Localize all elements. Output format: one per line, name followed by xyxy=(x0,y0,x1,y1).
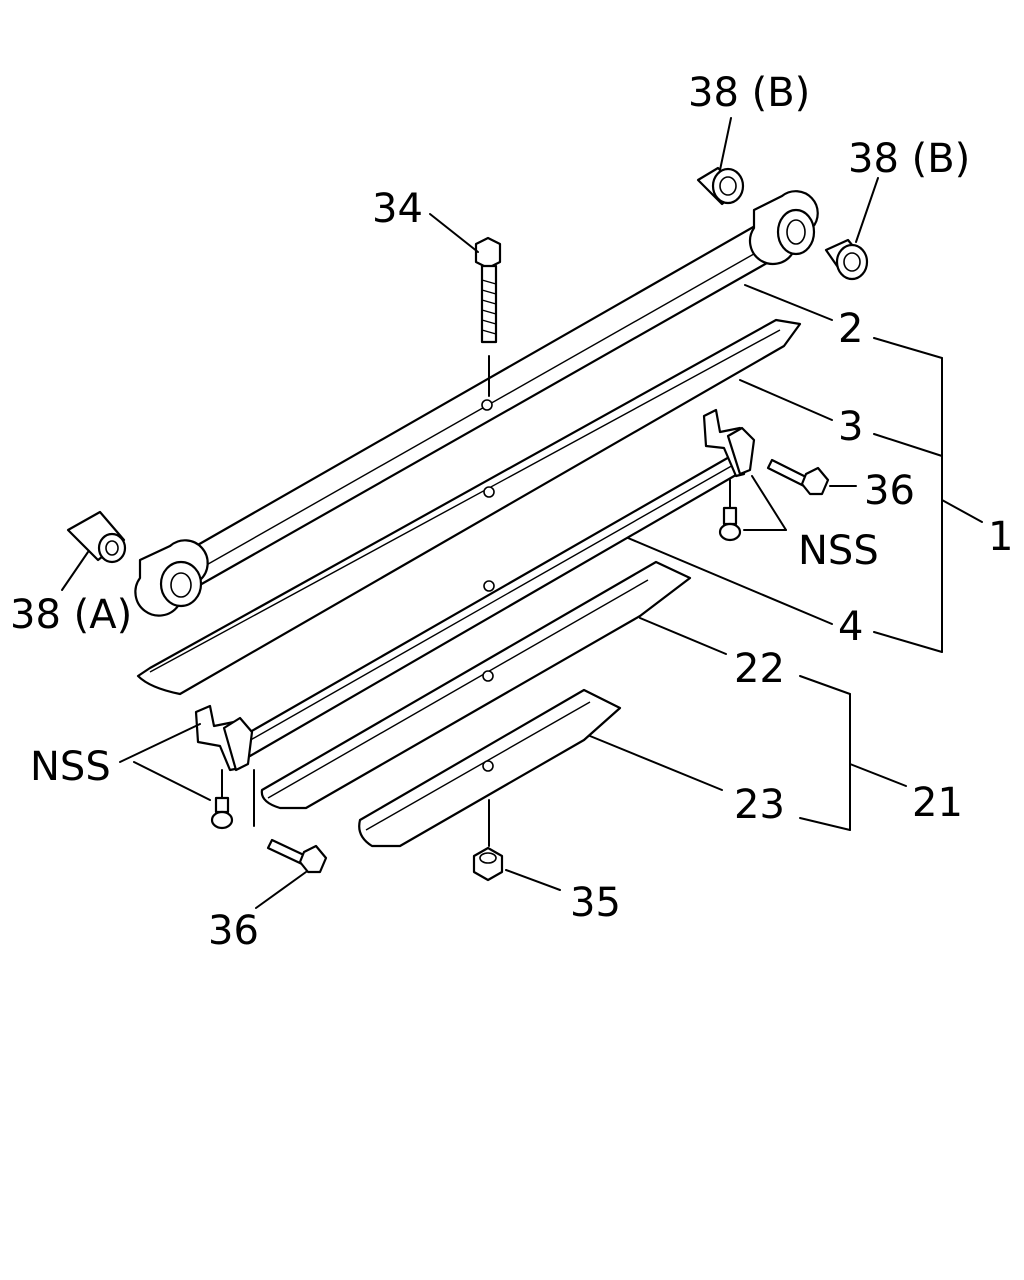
leader-lines xyxy=(61,117,983,909)
leaf-3 xyxy=(136,318,802,696)
clip-bolt-36-right xyxy=(766,458,830,496)
clip-screw-nss-right xyxy=(718,479,742,542)
bushing-38b-top xyxy=(696,166,745,206)
label-38b-top: 38 (B) xyxy=(688,70,810,116)
leaf-22 xyxy=(260,560,692,810)
label-23: 23 xyxy=(734,782,785,828)
label-21: 21 xyxy=(912,780,963,826)
leaf-23 xyxy=(358,688,622,848)
label-38a: 38 (A) xyxy=(10,592,132,638)
label-34: 34 xyxy=(372,186,423,232)
label-nss-right: NSS xyxy=(798,528,879,574)
bushing-38a xyxy=(66,510,127,564)
label-2: 2 xyxy=(838,306,863,352)
label-38b-right: 38 (B) xyxy=(848,136,970,182)
label-4: 4 xyxy=(838,604,863,650)
label-36-right: 36 xyxy=(864,468,915,514)
label-3: 3 xyxy=(838,404,863,450)
clip-screw-nss-left xyxy=(210,769,234,830)
nut-35 xyxy=(472,799,504,882)
label-nss-left: NSS xyxy=(30,744,111,790)
label-35: 35 xyxy=(570,880,621,926)
leaf-4 xyxy=(194,408,756,772)
label-1: 1 xyxy=(988,514,1013,560)
bushing-38b-right xyxy=(824,238,869,281)
label-22: 22 xyxy=(734,646,785,692)
label-36-left: 36 xyxy=(208,908,259,954)
clip-bolt-36-left xyxy=(253,769,328,874)
center-bolt-34 xyxy=(474,236,502,397)
main-leaf-2 xyxy=(134,190,819,617)
